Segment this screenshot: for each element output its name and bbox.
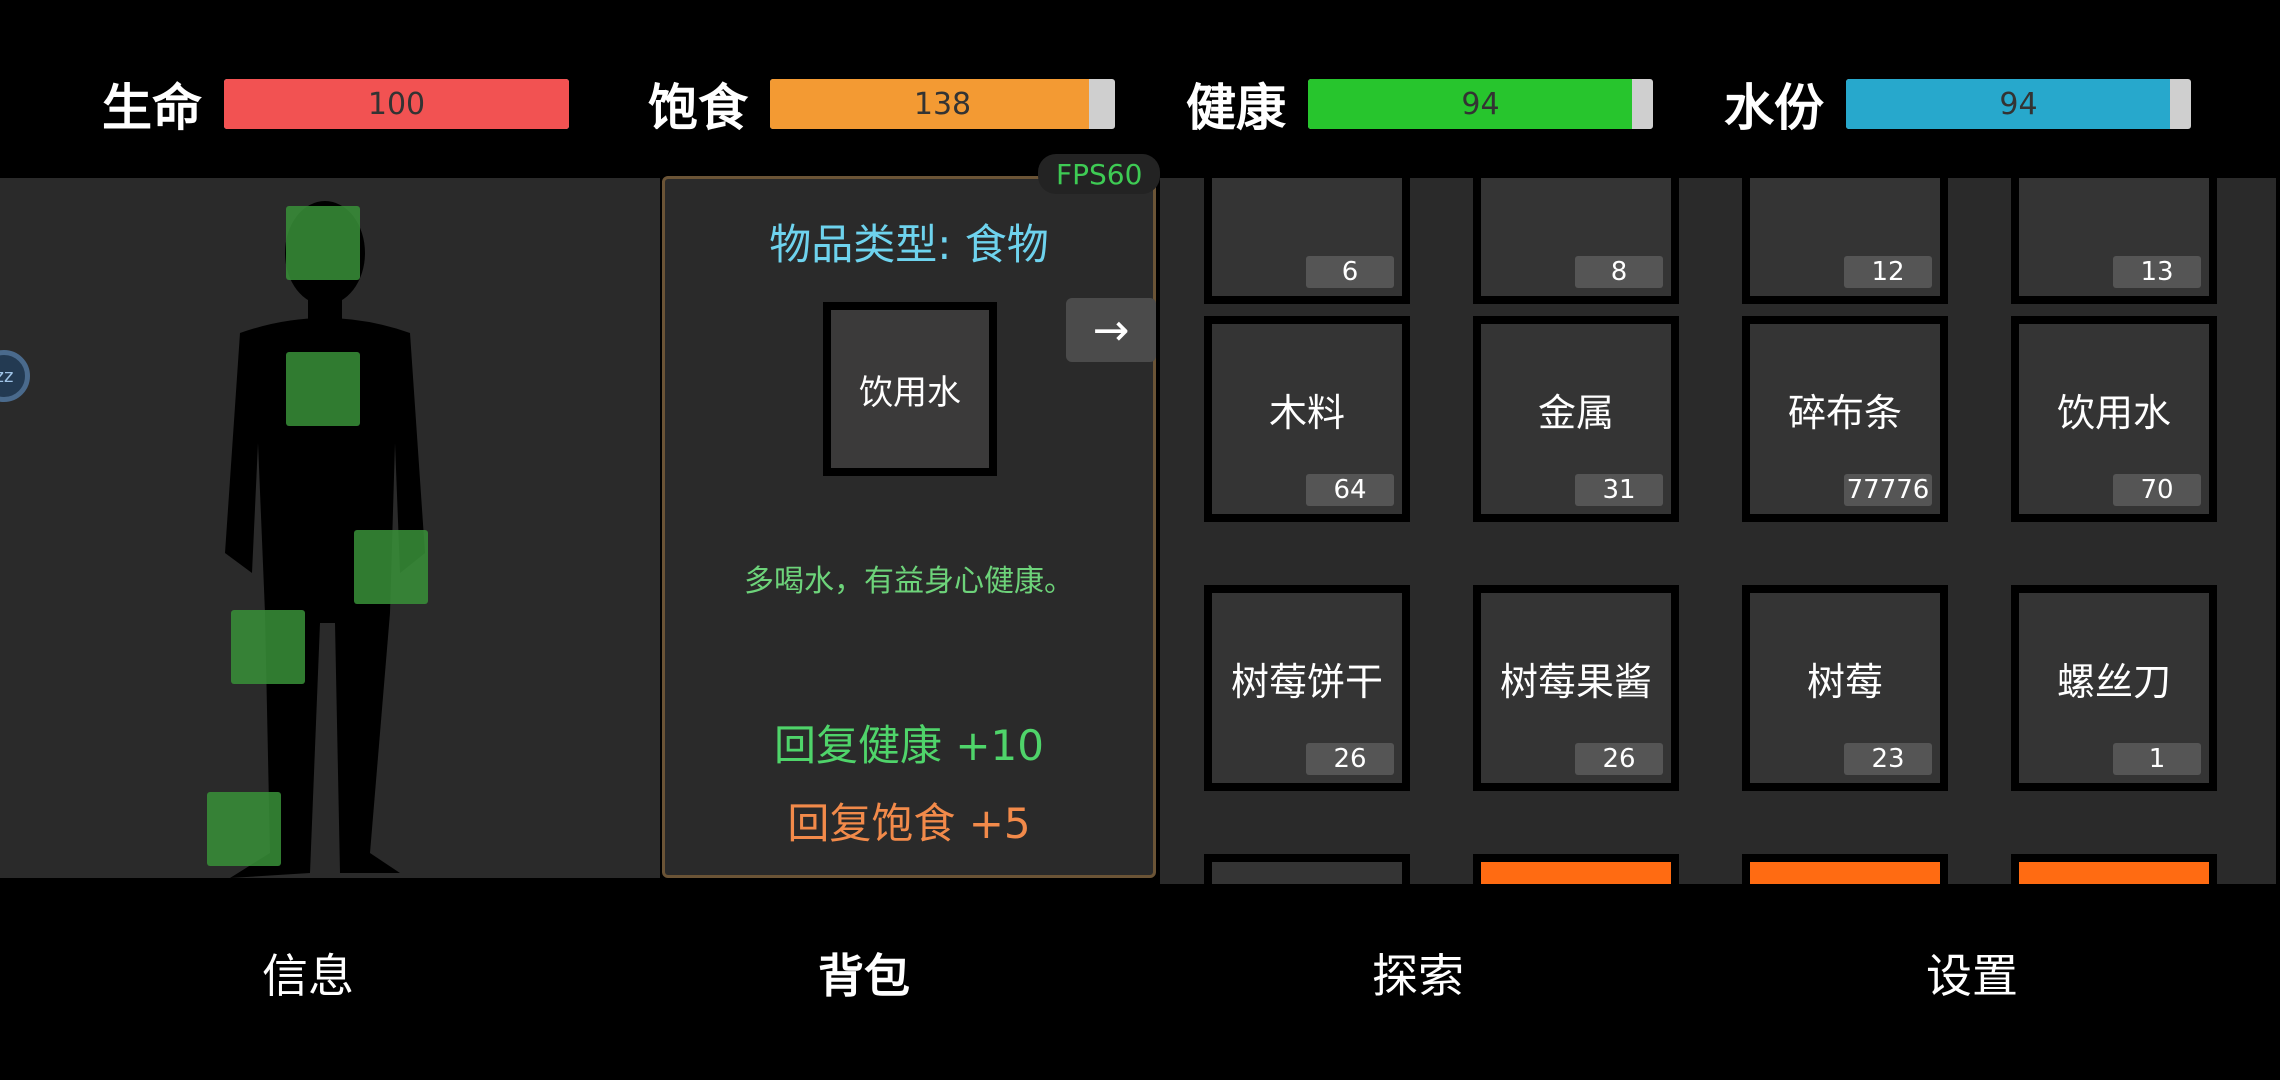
slot-count: 31 (1575, 474, 1663, 506)
stat-life-label: 生命 (102, 79, 202, 137)
stat-hunger: 饱食 138 (648, 72, 1115, 137)
inventory-slot[interactable]: 树莓果酱 26 (1473, 585, 1679, 791)
slot-name: 螺丝刀 (2056, 660, 2171, 704)
item-detail-panel: 物品类型: 食物 (662, 176, 1156, 878)
inventory-slot[interactable]: 13 (2011, 178, 2217, 304)
inventory-slot[interactable]: 螺丝刀 1 (2011, 585, 2217, 791)
inventory-slot[interactable] (1742, 854, 1948, 884)
life-value: 100 (367, 86, 426, 122)
inventory-slot[interactable]: 金属 31 (1473, 316, 1679, 522)
life-bar: 100 (224, 79, 569, 129)
slot-name: 树莓 (1806, 660, 1883, 704)
hunger-bar-fill (770, 79, 1090, 129)
use-item-button[interactable]: → (1066, 298, 1156, 362)
stat-water: 水份 94 (1724, 72, 2191, 137)
stat-health-label: 健康 (1186, 79, 1286, 137)
slot-name: 树莓饼干 (1230, 660, 1383, 704)
hunger-value: 138 (913, 86, 972, 122)
item-description: 多喝水，有益身心健康。 (744, 564, 1074, 599)
sleep-badge-label: zz (0, 365, 14, 387)
slot-name: 木料 (1268, 391, 1345, 435)
water-value: 94 (1999, 86, 2038, 122)
health-bar-fill (1308, 79, 1633, 129)
slot-count: 26 (1306, 743, 1394, 775)
selected-item-slot[interactable]: 饮用水 (823, 302, 997, 476)
water-bar-fill (1846, 79, 2171, 129)
body-zone-leg[interactable] (231, 610, 305, 684)
character-panel (0, 178, 660, 878)
fps-counter: FPS60 (1038, 154, 1161, 194)
inventory-slot[interactable]: 12 (1742, 178, 1948, 304)
inventory-slot[interactable] (1204, 854, 1410, 884)
water-bar: 94 (1846, 79, 2191, 129)
slot-count: 26 (1575, 743, 1663, 775)
body-zone-hand[interactable] (354, 530, 428, 604)
effect-health: 回复健康 +10 (774, 721, 1044, 770)
selected-item-name: 饮用水 (859, 372, 961, 413)
inventory-slot[interactable]: 6 (1204, 178, 1410, 304)
arrow-right-icon: → (1092, 304, 1130, 356)
health-value: 94 (1461, 86, 1500, 122)
slot-count: 77776 (1844, 474, 1932, 506)
health-bar: 94 (1308, 79, 1653, 129)
tab-settings[interactable]: 设置 (1926, 949, 2018, 1003)
slot-count: 13 (2113, 256, 2201, 288)
slot-name: 树莓果酱 (1499, 660, 1652, 704)
item-type: 物品类型: 食物 (769, 220, 1049, 269)
body-zone-head[interactable] (286, 206, 360, 280)
tab-info[interactable]: 信息 (262, 949, 354, 1003)
effect-hunger: 回复饱食 +5 (787, 799, 1031, 848)
inventory-slot[interactable]: 树莓饼干 26 (1204, 585, 1410, 791)
stat-life: 生命 100 (102, 72, 569, 137)
slot-name: 饮用水 (2056, 391, 2171, 435)
inventory-slot[interactable]: 树莓 23 (1742, 585, 1948, 791)
life-bar-fill (224, 79, 569, 129)
slot-name: 碎布条 (1787, 391, 1902, 435)
body-zone-torso[interactable] (286, 352, 360, 426)
body-zone-foot[interactable] (207, 792, 281, 866)
inventory-slot[interactable]: 饮用水 70 (2011, 316, 2217, 522)
slot-count: 6 (1306, 256, 1394, 288)
stat-water-label: 水份 (1724, 79, 1824, 137)
inventory-slot[interactable] (1473, 854, 1679, 884)
inventory-slot[interactable]: 碎布条 77776 (1742, 316, 1948, 522)
tab-explore[interactable]: 探索 (1372, 949, 1464, 1003)
slot-count: 23 (1844, 743, 1932, 775)
slot-count: 12 (1844, 256, 1932, 288)
inventory-slot[interactable]: 木料 64 (1204, 316, 1410, 522)
slot-name: 金属 (1537, 391, 1614, 435)
slot-count: 8 (1575, 256, 1663, 288)
inventory-grid: 6 8 12 13 木料 64 金属 31 碎布条 77776 饮用水 70 (1160, 178, 2276, 884)
tab-backpack[interactable]: 背包 (818, 949, 910, 1003)
inventory-slot[interactable]: 8 (1473, 178, 1679, 304)
slot-count: 1 (2113, 743, 2201, 775)
hunger-bar: 138 (770, 79, 1115, 129)
slot-count: 70 (2113, 474, 2201, 506)
slot-count: 64 (1306, 474, 1394, 506)
stat-hunger-label: 饱食 (648, 79, 748, 137)
stat-health: 健康 94 (1186, 72, 1653, 137)
inventory-slot[interactable] (2011, 854, 2217, 884)
